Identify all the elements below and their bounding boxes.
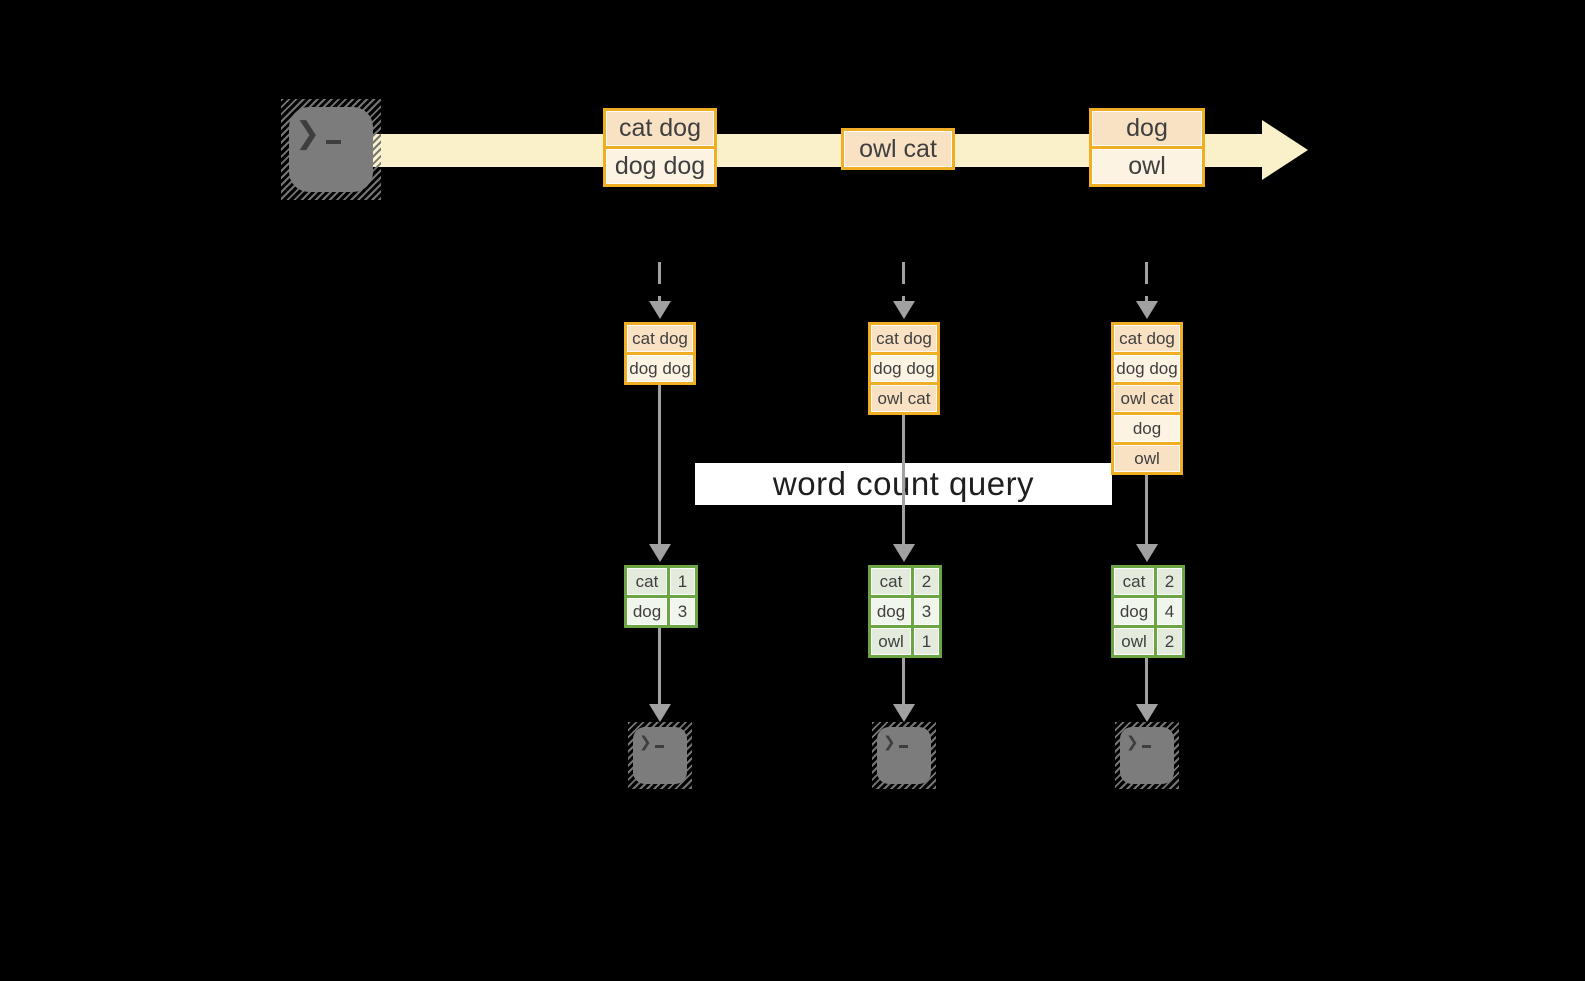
prompt-cursor-icon — [1141, 745, 1151, 748]
event-record: cat dog — [603, 108, 717, 149]
result-table-1: cat 1 dog 3 — [624, 565, 698, 628]
result-table-2: cat 2 dog 3 owl 1 — [868, 565, 942, 658]
query-arrow-head-1 — [649, 544, 671, 562]
terminal-sink-icon-1: ❯ — [628, 722, 692, 789]
dashed-arrow-head-1 — [649, 301, 671, 319]
input-row: owl cat — [868, 382, 940, 415]
stream-event-batch-2: owl cat — [841, 128, 955, 170]
terminal-prompt-icon: ❯ — [295, 117, 342, 150]
terminal-prompt-icon: ❯ — [1126, 735, 1151, 750]
event-record: dog dog — [603, 146, 717, 187]
stream-event-batch-1: cat dog dog dog — [603, 108, 717, 187]
input-row: dog dog — [624, 352, 696, 385]
result-word-cell: dog — [1114, 598, 1154, 625]
query-arrow-head-3 — [1136, 544, 1158, 562]
input-row: cat dog — [868, 322, 940, 355]
result-count-cell: 4 — [1157, 598, 1182, 625]
query-arrow-head-2 — [893, 544, 915, 562]
dashed-arrow-head-2 — [893, 301, 915, 319]
result-count-cell: 2 — [914, 568, 939, 595]
input-table-3: cat dog dog dog owl cat dog owl — [1111, 322, 1183, 475]
terminal-sink-icon-2: ❯ — [872, 722, 936, 789]
result-word-cell: owl — [871, 628, 911, 655]
result-count-cell: 2 — [1157, 628, 1182, 655]
output-arrow-head-2 — [893, 704, 915, 722]
dashed-arrow-line-3 — [1145, 262, 1148, 302]
terminal-prompt-icon: ❯ — [883, 735, 908, 750]
result-count-cell: 1 — [914, 628, 939, 655]
prompt-chevron-icon: ❯ — [1126, 734, 1139, 751]
query-arrow-line-1 — [658, 385, 661, 545]
result-word-cell: dog — [627, 598, 667, 625]
event-record: owl cat — [841, 128, 955, 170]
prompt-cursor-icon — [326, 140, 342, 144]
terminal-sink-body — [633, 727, 687, 784]
event-record: dog — [1089, 108, 1205, 149]
prompt-cursor-icon — [654, 745, 664, 748]
output-arrow-head-1 — [649, 704, 671, 722]
terminal-sink-body — [877, 727, 931, 784]
result-word-cell: owl — [1114, 628, 1154, 655]
result-count-cell: 3 — [914, 598, 939, 625]
terminal-prompt-icon: ❯ — [639, 735, 664, 750]
result-word-cell: cat — [1114, 568, 1154, 595]
dashed-arrow-line-2 — [902, 262, 905, 302]
prompt-chevron-icon: ❯ — [639, 734, 652, 751]
terminal-source-body — [289, 107, 373, 192]
dashed-arrow-line-1 — [658, 262, 661, 302]
result-count-cell: 2 — [1157, 568, 1182, 595]
output-arrow-head-3 — [1136, 704, 1158, 722]
input-row: dog — [1111, 412, 1183, 445]
output-arrow-line-3 — [1145, 658, 1148, 706]
prompt-cursor-icon — [898, 745, 908, 748]
input-row: dog dog — [1111, 352, 1183, 385]
prompt-chevron-icon: ❯ — [883, 734, 896, 751]
input-row: cat dog — [1111, 322, 1183, 355]
query-arrow-line-3 — [1145, 475, 1148, 545]
input-row: owl cat — [1111, 382, 1183, 415]
result-word-cell: cat — [871, 568, 911, 595]
input-table-1: cat dog dog dog — [624, 322, 696, 385]
stream-timeline-arrowhead — [1262, 120, 1308, 180]
prompt-chevron-icon: ❯ — [295, 117, 321, 150]
output-arrow-line-2 — [902, 658, 905, 706]
terminal-source-icon: ❯ — [281, 99, 381, 200]
event-record: owl — [1089, 146, 1205, 187]
input-row: dog dog — [868, 352, 940, 385]
result-word-cell: dog — [871, 598, 911, 625]
terminal-sink-icon-3: ❯ — [1115, 722, 1179, 789]
input-row: owl — [1111, 442, 1183, 475]
stream-event-batch-3: dog owl — [1089, 108, 1205, 187]
output-arrow-line-1 — [658, 628, 661, 706]
dashed-arrow-head-3 — [1136, 301, 1158, 319]
result-count-cell: 3 — [670, 598, 695, 625]
result-word-cell: cat — [627, 568, 667, 595]
input-row: cat dog — [624, 322, 696, 355]
result-table-3: cat 2 dog 4 owl 2 — [1111, 565, 1185, 658]
query-arrow-line-2 — [902, 415, 905, 545]
terminal-sink-body — [1120, 727, 1174, 784]
result-count-cell: 1 — [670, 568, 695, 595]
input-table-2: cat dog dog dog owl cat — [868, 322, 940, 415]
